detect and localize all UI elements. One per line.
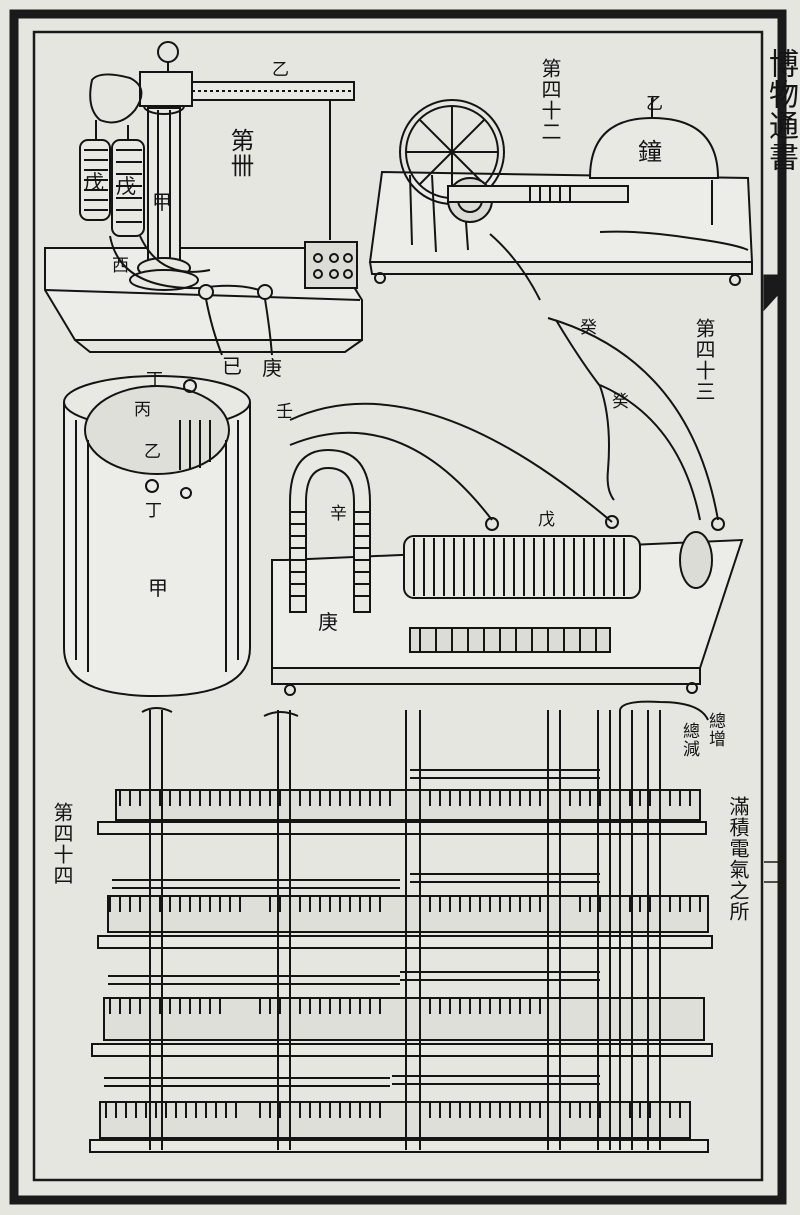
fig43-label-ren: 壬 [276,402,293,422]
fig43-label-jia: 甲 [148,576,168,600]
fig43-label-bing: 丙 [134,400,151,420]
fig42-apparatus [368,98,754,301]
fig43-label-xin: 辛 [330,504,347,524]
fig42-label-bell-mark: 乙 [646,94,663,114]
fig44-battery-array [89,700,713,1153]
fig40-label-ji: 已 [222,354,242,378]
fig40-label-wu-a: 戊 [84,170,104,194]
fig42-number: 第四十二 [538,58,562,142]
page-border [9,9,787,1205]
fig40-apparatus [44,41,363,356]
fig43-label-geng: 庚 [318,610,338,634]
fig44-label-total-decrease: 總減 [679,722,699,758]
fig40-label-yi: 乙 [272,60,289,80]
fig40-label-geng: 庚 [262,356,282,380]
book-title: 博物通書 [763,48,798,172]
fig40-label-jia: 甲 [152,190,172,214]
fig43-label-gui-b: 癸 [612,392,629,412]
fig43-label-gui-a: 癸 [580,318,597,338]
fig40-label-xi: 西 [112,256,129,276]
fig42-label-bell: 鐘 [638,138,662,166]
fig44-caption: 滿積電氣之所 [726,796,750,922]
fig43-label-yi: 乙 [144,442,161,462]
fig40-label-wu-b: 戊 [116,174,136,198]
fig40-number: 第卌 [226,128,254,178]
fig42-label-mark [651,95,654,105]
fig43-number: 第四十三 [692,318,716,402]
fig43-label-ding-b: 丁 [145,501,162,521]
fig43-label-wu: 戊 [538,510,555,530]
fig44-label-total-increase: 總增 [705,712,725,748]
fig43-apparatus [63,317,744,698]
fig44-number: 第四十四 [50,802,74,886]
fig43-label-ding-a: 丁 [146,370,163,390]
